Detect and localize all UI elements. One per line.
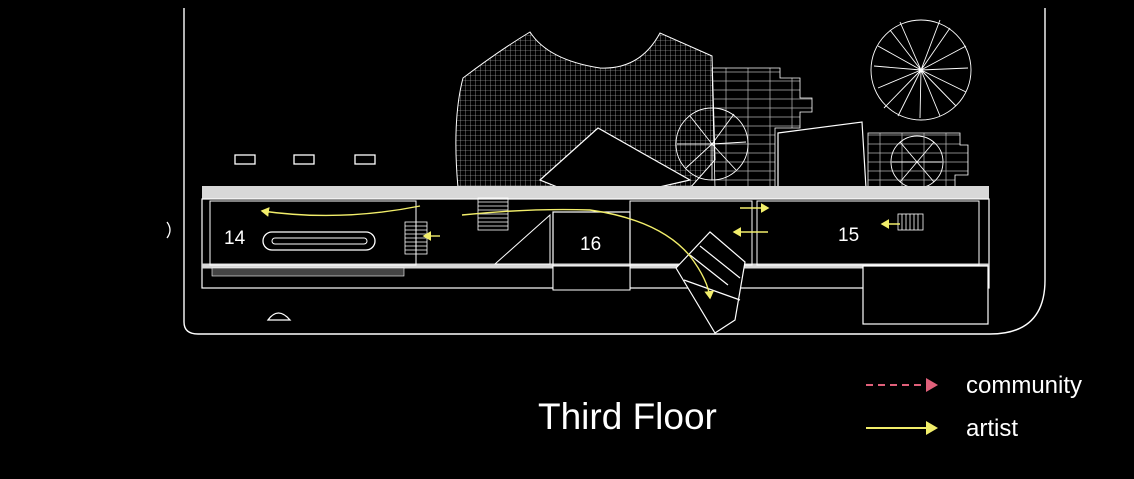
stair-right [897, 213, 924, 231]
room-15 [756, 200, 980, 266]
door-symbol [166, 221, 171, 239]
roof-form-right [777, 121, 867, 189]
door-symbol [266, 312, 292, 321]
artist-path [461, 208, 715, 300]
exterior-stair [675, 231, 746, 334]
mesh-canopy [455, 31, 716, 189]
tree-medium [675, 107, 749, 181]
legend-artist-label: artist [966, 415, 1019, 442]
room-label-16: 16 [580, 234, 601, 255]
annex-block [862, 265, 989, 325]
room-label-14: 14 [224, 228, 246, 249]
rounded-table [262, 231, 376, 251]
room-14 [209, 200, 417, 266]
room-16-lower [552, 265, 631, 291]
parking-mark [293, 154, 315, 165]
parking-mark [354, 154, 376, 165]
roof-wall [202, 186, 989, 199]
rounded-table-inner [271, 237, 368, 245]
parking-mark [234, 154, 256, 165]
tree-large [870, 19, 972, 121]
terrace-strip [211, 267, 405, 277]
floor-title: Third Floor [538, 396, 717, 437]
site-boundary [183, 8, 1046, 335]
artist-path [260, 205, 421, 217]
room-label-15: 15 [838, 225, 859, 246]
ramp [493, 213, 551, 265]
legend-community-label: community [966, 372, 1083, 399]
